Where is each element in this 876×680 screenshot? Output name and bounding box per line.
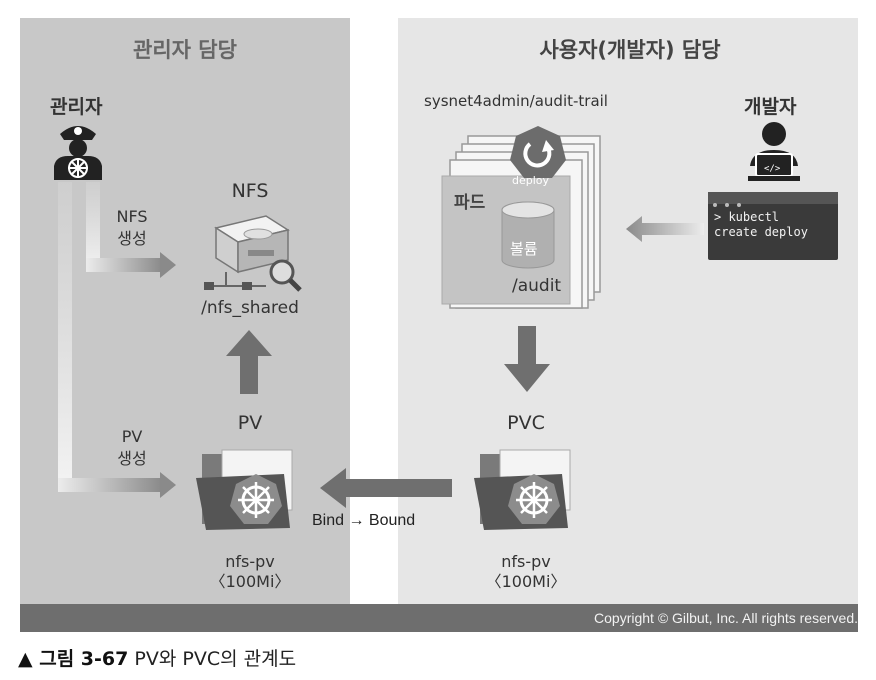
copyright-text: Copyright © Gilbut, Inc. All rights rese… bbox=[594, 610, 858, 626]
terminal-titlebar bbox=[708, 192, 838, 207]
terminal-window: > kubectl create deploy bbox=[708, 192, 838, 260]
pv-to-nfs-arrow bbox=[226, 330, 272, 394]
user-panel bbox=[398, 18, 858, 604]
admin-officer-icon bbox=[54, 126, 102, 180]
pv-create-label: PV 생성 bbox=[117, 427, 147, 468]
pod-image-name: sysnet4admin/audit-trail bbox=[424, 92, 608, 110]
developer-to-pod-arrow bbox=[626, 216, 704, 242]
pod-mount-path: /audit bbox=[512, 276, 562, 296]
copyright-bar bbox=[20, 604, 858, 632]
nfs-server-icon bbox=[204, 215, 302, 292]
bind-arrow bbox=[320, 468, 452, 508]
nfs-path: /nfs_shared bbox=[201, 298, 299, 318]
deploy-badge: deploy bbox=[512, 174, 550, 187]
pvc-size: 〈100Mi〉 bbox=[485, 572, 567, 591]
developer-label: 개발자 bbox=[744, 96, 797, 118]
nfs-label: NFS bbox=[231, 180, 269, 202]
developer-icon bbox=[748, 122, 800, 181]
pv-label: PV bbox=[237, 412, 263, 434]
volume-label: 볼륨 bbox=[510, 240, 538, 258]
terminal-line-2: create deploy bbox=[714, 225, 808, 239]
admin-panel-title: 관리자 담당 bbox=[133, 38, 237, 62]
admin-panel bbox=[20, 18, 350, 604]
pvc-label: PVC bbox=[507, 412, 545, 434]
admin-label: 관리자 bbox=[50, 96, 103, 118]
user-panel-title: 사용자(개발자) 담당 bbox=[539, 38, 721, 62]
figure-title: PV와 PVC의 관계도 bbox=[128, 648, 297, 670]
pvc-kubernetes-folder-icon bbox=[474, 449, 571, 530]
pod-label: 파드 bbox=[454, 193, 486, 213]
nfs-create-label: NFS 생성 bbox=[116, 207, 148, 248]
figure-number: ▲ 그림 3-67 bbox=[18, 648, 129, 670]
pvc-name: nfs-pv bbox=[501, 552, 551, 571]
bind-bound-label: Bind → Bound bbox=[312, 512, 416, 529]
figure-caption: ▲ 그림 3-67 PV와 PVC의 관계도 bbox=[18, 644, 296, 671]
pv-size: 〈100Mi〉 bbox=[209, 572, 291, 591]
pv-kubernetes-folder-icon bbox=[196, 449, 293, 530]
code-icon: </> bbox=[764, 164, 781, 174]
pv-name: nfs-pv bbox=[225, 552, 275, 571]
pod-to-pvc-arrow bbox=[504, 326, 550, 392]
terminal-line-1: > kubectl bbox=[714, 210, 780, 224]
pod-stack-icon bbox=[441, 126, 601, 309]
